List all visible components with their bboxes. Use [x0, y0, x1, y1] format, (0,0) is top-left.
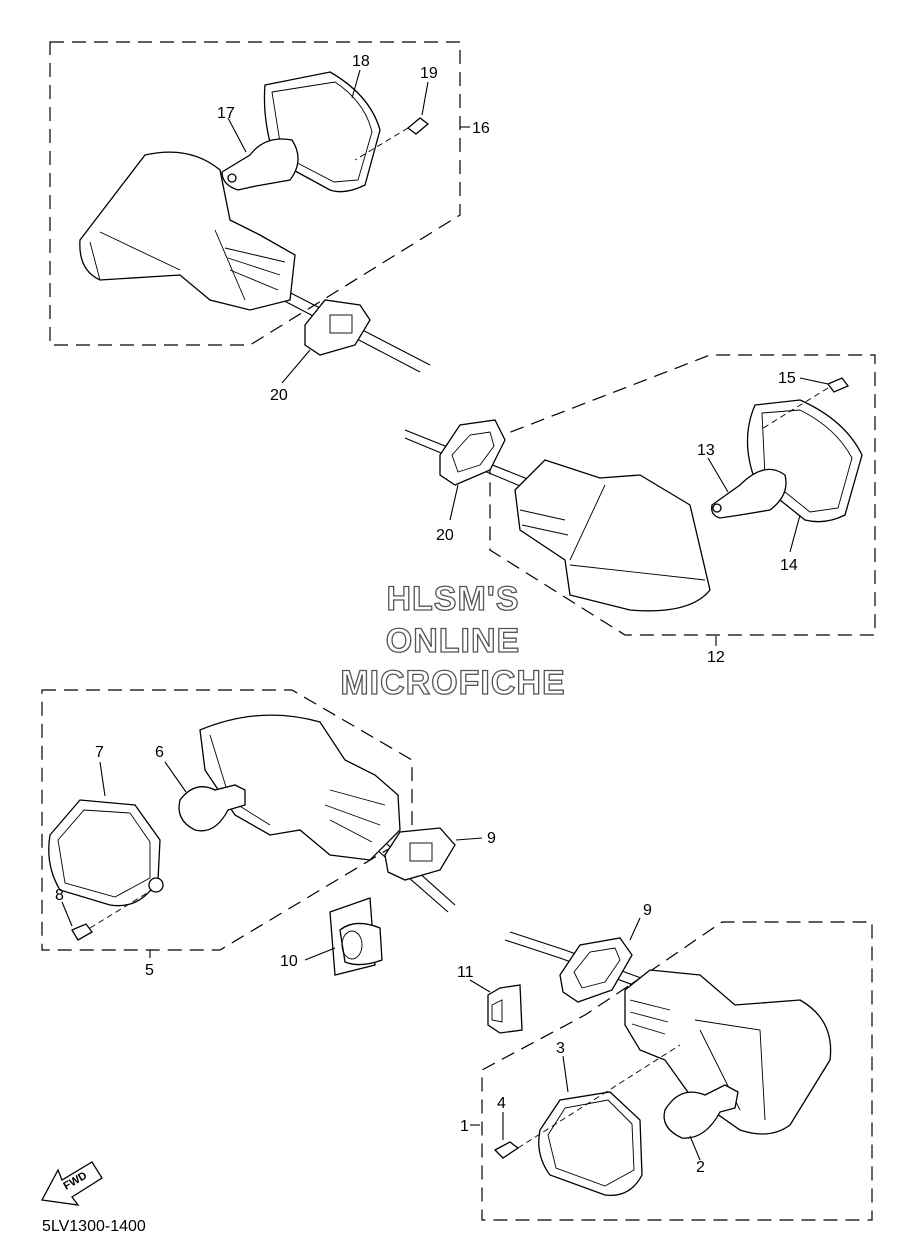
- callout-6: 6: [155, 744, 164, 761]
- callout-14: 14: [780, 557, 798, 574]
- screw-8: [71, 923, 93, 941]
- callout-16: 16: [472, 120, 490, 137]
- callout-3: 3: [556, 1040, 565, 1057]
- assembly-1-boundary: [481, 921, 873, 1221]
- assembly-16: 17 18 19 16 20: [49, 41, 490, 404]
- callout-15: 15: [778, 370, 796, 387]
- bulb-2: [663, 1084, 739, 1139]
- drawing-code: 5LV1300-1400: [42, 1218, 146, 1235]
- callout-20-top: 20: [270, 387, 288, 404]
- assembly-12-boundary: [489, 354, 876, 636]
- flasher-body: [624, 969, 832, 1135]
- callout-2: 2: [696, 1159, 705, 1176]
- watermark-line-3: MICROFICHE: [340, 664, 565, 702]
- callout-1: 1: [460, 1118, 469, 1135]
- assembly-16-boundary: [49, 41, 461, 346]
- lens-7: [48, 799, 161, 907]
- fwd-arrow: FWD: [40, 1161, 103, 1206]
- clip-11: [487, 984, 523, 1034]
- callout-20-mid: 20: [436, 527, 454, 544]
- assembly-5: 7 6 8 9 5: [41, 689, 496, 979]
- callout-8: 8: [55, 887, 64, 904]
- callout-9-left: 9: [487, 830, 496, 847]
- callout-17: 17: [217, 105, 235, 122]
- callout-7: 7: [95, 744, 104, 761]
- bulb-17: [221, 138, 299, 191]
- grommet-20-mid: [439, 419, 506, 486]
- grommet-9-right: [559, 937, 633, 1003]
- callout-18: 18: [352, 53, 370, 70]
- callout-19: 19: [420, 65, 438, 82]
- callout-11: 11: [457, 964, 474, 981]
- callout-12: 12: [707, 649, 725, 666]
- callout-9-right: 9: [643, 902, 652, 919]
- bulb-13: [711, 468, 787, 519]
- flasher-body: [199, 714, 401, 861]
- assembly-12: 13 15 14 20 12: [404, 354, 876, 666]
- flasher-body: [79, 151, 296, 311]
- wire: [509, 931, 661, 986]
- callout-10: 10: [280, 953, 298, 970]
- callout-13: 13: [697, 442, 715, 459]
- lens-3: [538, 1091, 643, 1196]
- watermark: HLSM'S ONLINE MICROFICHE: [340, 579, 566, 702]
- part-11: 11: [457, 964, 523, 1034]
- grommet-20-top: [304, 299, 371, 356]
- screw-19: [406, 117, 430, 135]
- screw-4: [493, 1141, 520, 1159]
- bulb-6: [178, 784, 246, 832]
- fwd-arrow-icon: [40, 1161, 103, 1206]
- assembly-1: 3 4 1 2 9: [460, 902, 873, 1221]
- watermark-line-2: ONLINE: [386, 622, 520, 660]
- callout-5: 5: [145, 962, 154, 979]
- watermark-line-1: HLSM'S: [386, 580, 519, 618]
- callout-4: 4: [497, 1095, 506, 1112]
- grommet-9-left: [384, 827, 456, 881]
- flasher-body: [514, 459, 711, 612]
- screw-15: [826, 377, 850, 393]
- part-10: 10: [280, 897, 383, 976]
